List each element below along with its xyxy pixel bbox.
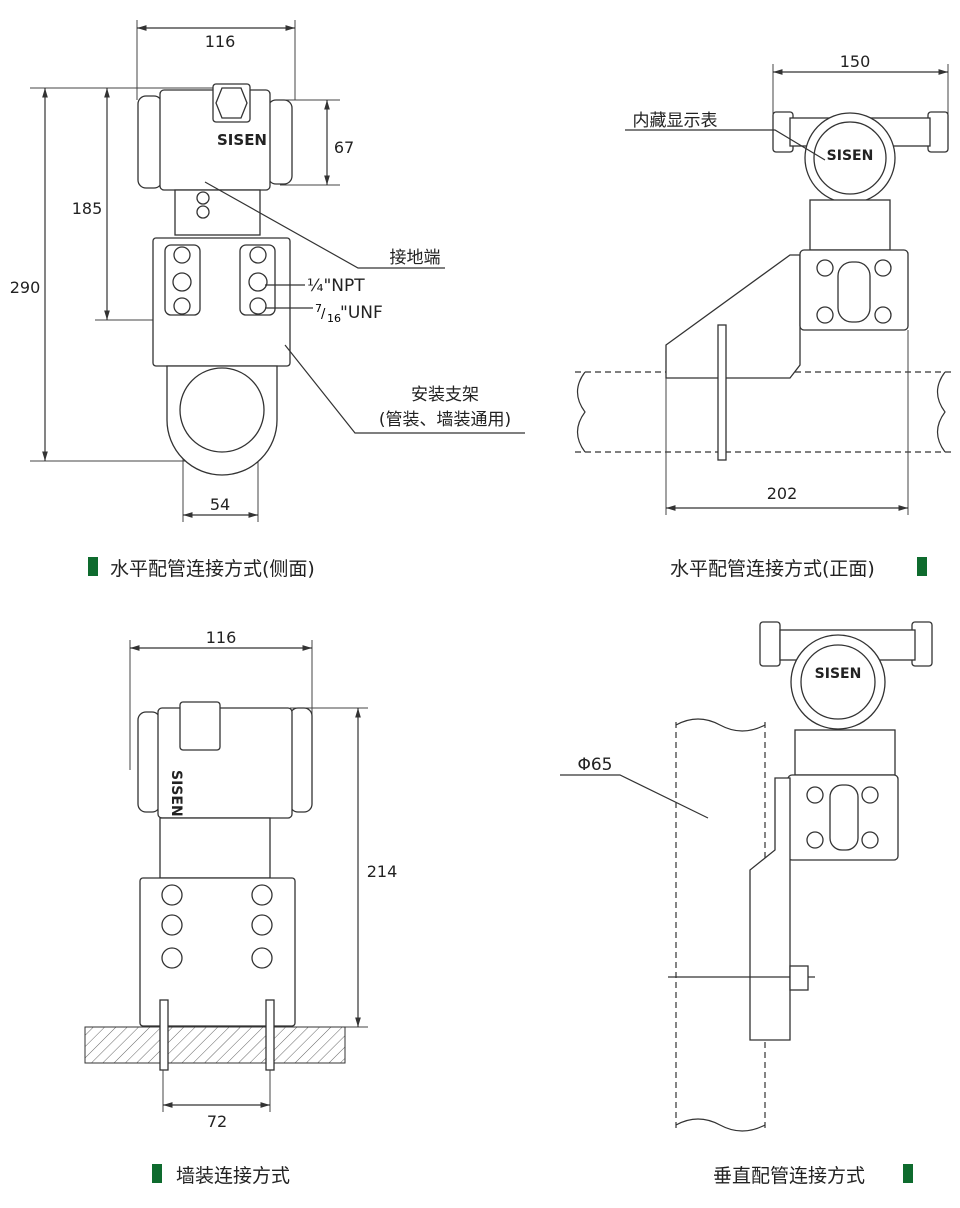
bracket-label: 安装支架 — [411, 385, 479, 405]
side-view-drawing: 116 290 185 67 54 SISEN 接地端 ¼"NPT 7 — [10, 20, 525, 522]
caption-wall-view: 墙装连接方式 — [176, 1165, 291, 1187]
svg-text:SISEN: SISEN — [815, 666, 862, 682]
dim-bracket-width: 54 — [210, 495, 230, 514]
caption-vertical-view: 垂直配管连接方式 — [713, 1165, 866, 1187]
caption-marker — [152, 1164, 162, 1183]
unf-label: "UNF — [340, 303, 383, 323]
svg-text:SISEN: SISEN — [217, 131, 267, 149]
dim-width: 116 — [205, 32, 236, 51]
npt-label: ¼"NPT — [307, 276, 365, 296]
display-label: 内藏显示表 — [633, 111, 718, 131]
dim-bracket-span: 202 — [767, 484, 798, 503]
dim-total-height: 290 — [10, 278, 41, 297]
dim-wall-height: 214 — [367, 862, 398, 881]
unf-numerator: 7 — [315, 302, 322, 315]
caption-side-view: 水平配管连接方式(侧面) — [110, 558, 315, 580]
caption-front-view: 水平配管连接方式(正面) — [670, 558, 875, 580]
caption-marker — [903, 1164, 913, 1183]
caption-marker — [917, 557, 927, 576]
svg-text:/: / — [321, 307, 326, 322]
wall-view-drawing: 116 214 SISEN 72 — [84, 628, 398, 1131]
pipe-diameter-label: Φ65 — [577, 755, 612, 775]
dim-front-width: 150 — [840, 52, 871, 71]
dim-mid-height: 185 — [72, 199, 103, 218]
bracket-note: (管装、墙装通用) — [379, 410, 511, 430]
unf-denominator: 16 — [327, 312, 341, 325]
dim-wall-width: 116 — [206, 628, 237, 647]
ground-terminal-label: 接地端 — [390, 248, 441, 268]
svg-text:SISEN: SISEN — [827, 148, 874, 164]
vertical-view-drawing: SISEN Φ65 — [560, 621, 933, 1132]
front-view-drawing: 150 SISEN 202 内藏显示表 — [575, 52, 955, 515]
dim-housing-height: 67 — [334, 138, 354, 157]
svg-text:SISEN: SISEN — [168, 770, 184, 817]
dim-bolt-span: 72 — [207, 1112, 227, 1131]
caption-marker — [88, 557, 98, 576]
